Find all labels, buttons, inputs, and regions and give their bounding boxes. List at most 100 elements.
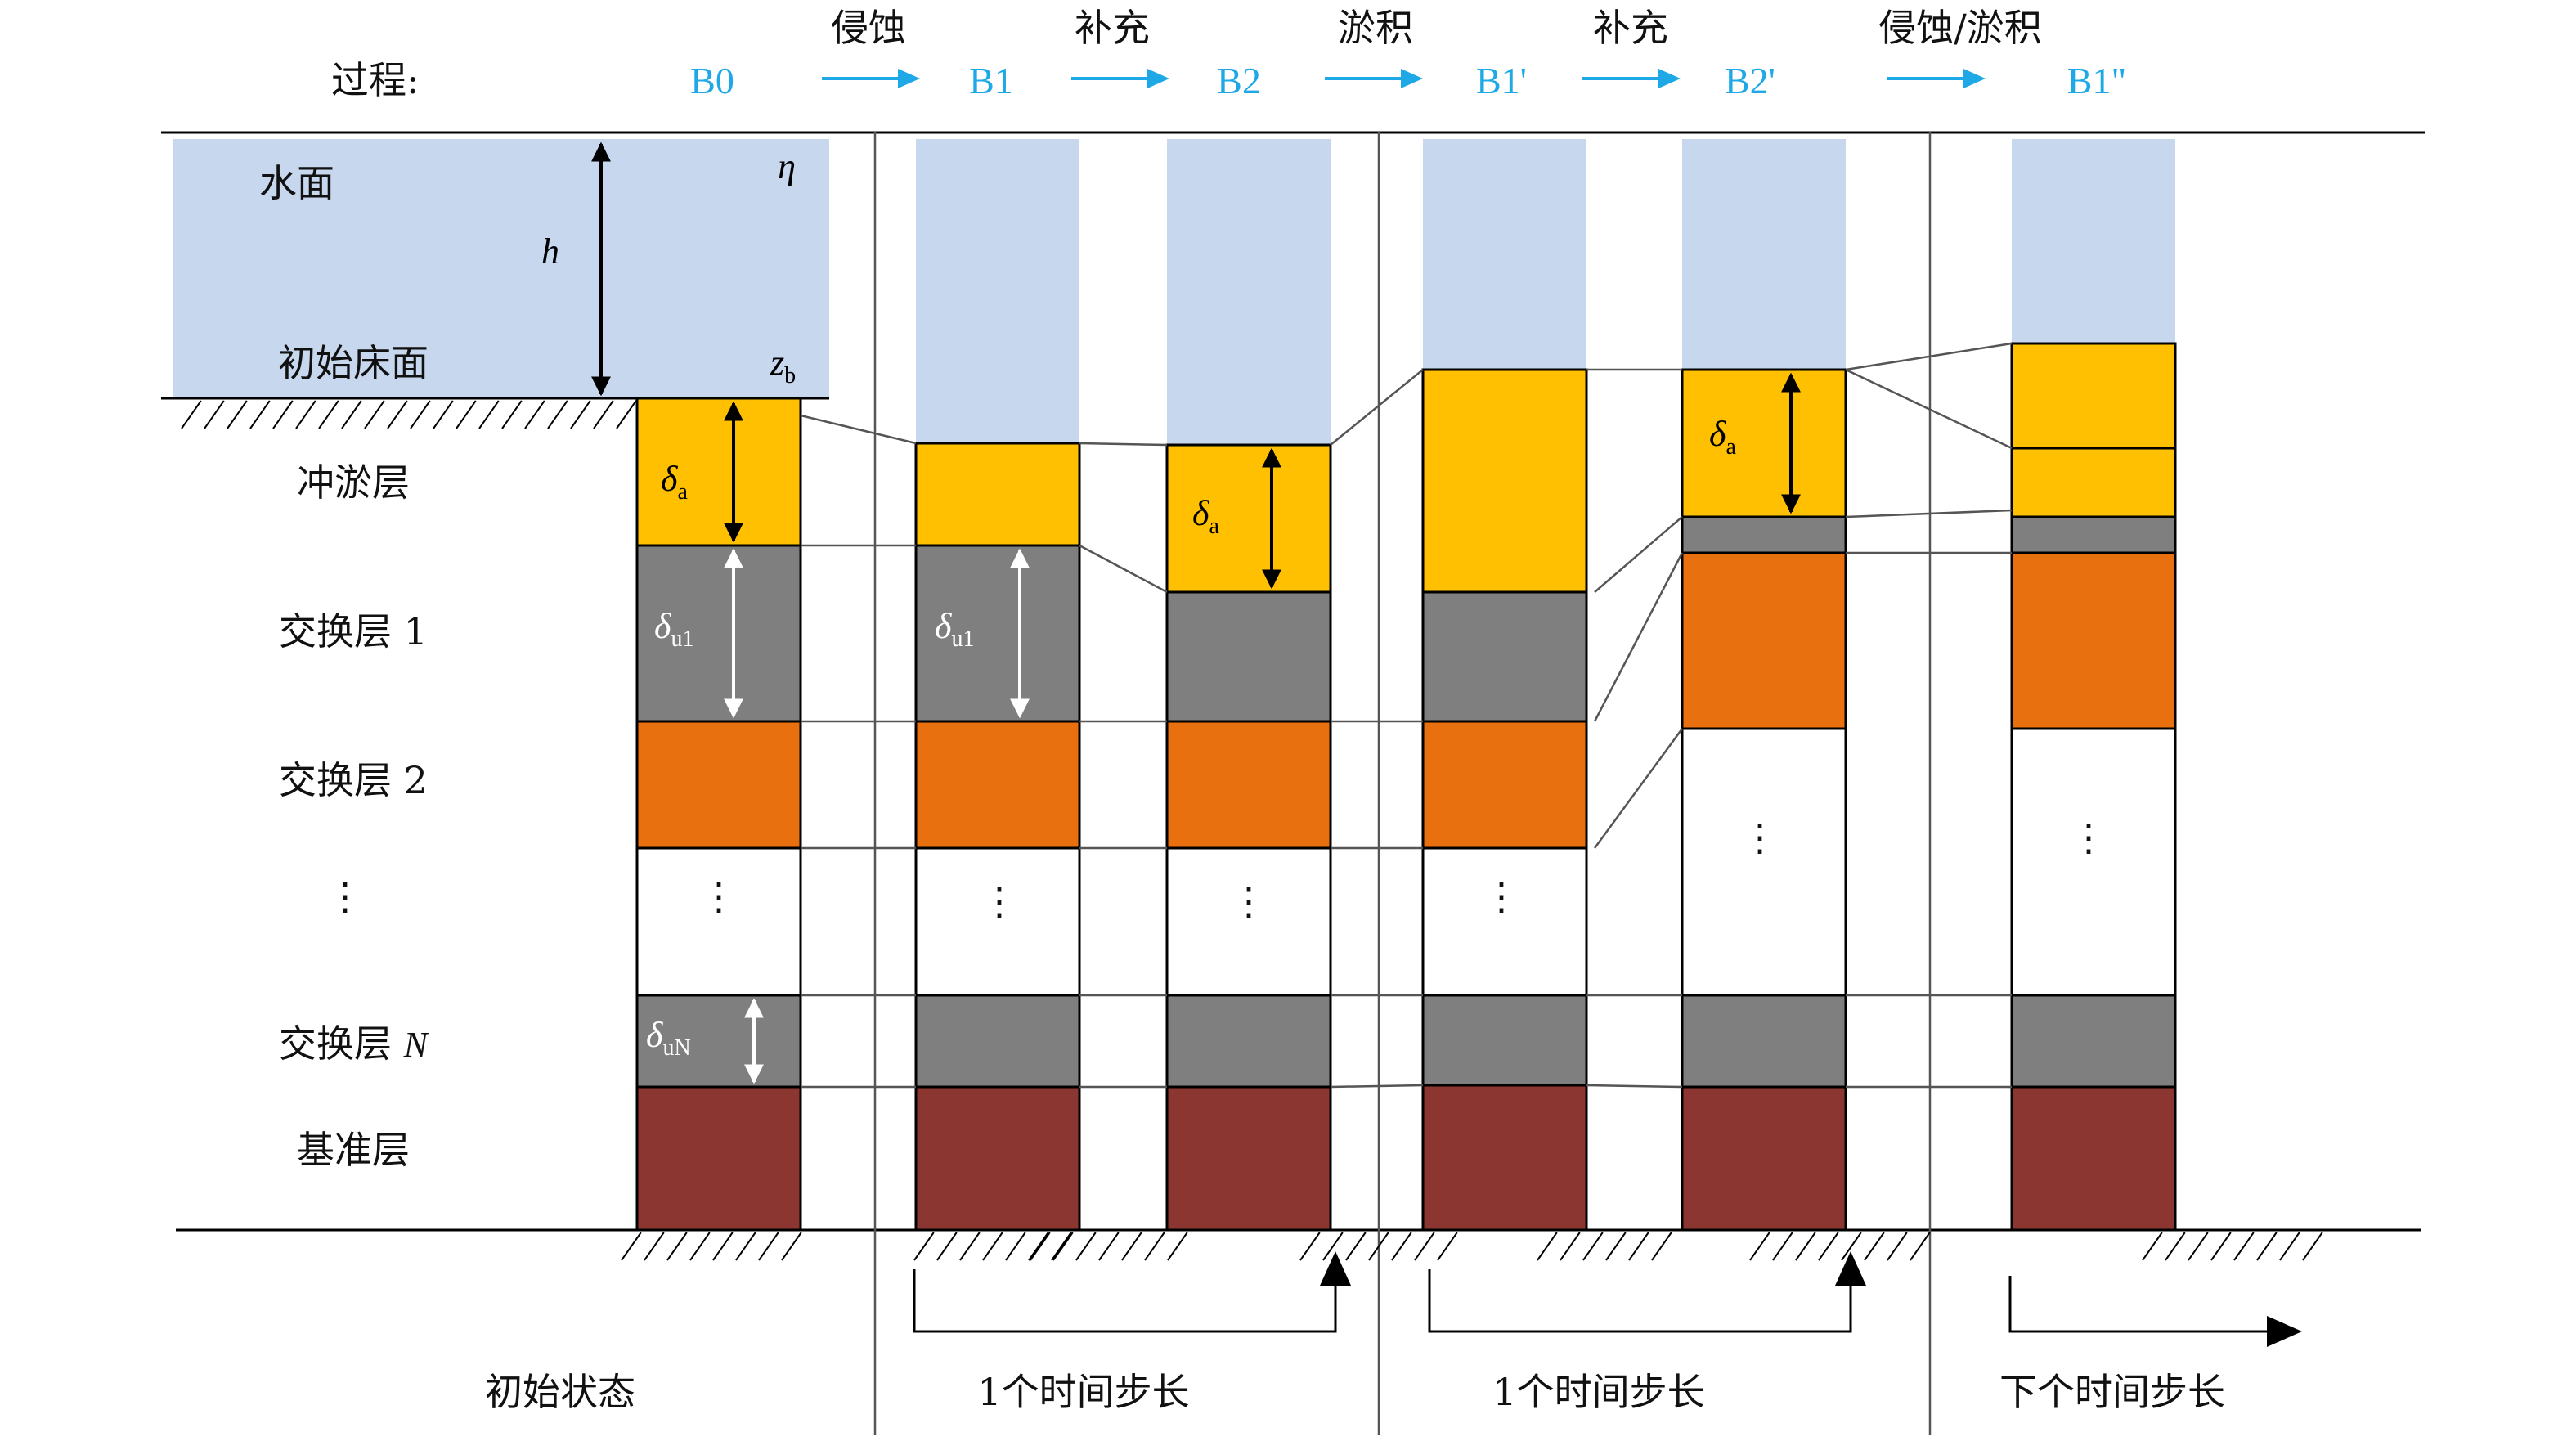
exchange-layer-1 [1681, 515, 1847, 554]
layer-connectors [800, 342, 2013, 1089]
delta-u1-b1: δu1 [935, 606, 974, 652]
arrow-icon [1071, 69, 1169, 88]
column-b2 [1165, 443, 1332, 1232]
arrow-up-icon [1320, 1251, 1351, 1286]
exchange-layer-2 [2010, 551, 2177, 730]
transition-supply-2: 补充 [1593, 6, 1668, 50]
datum-layer [1421, 1084, 1588, 1232]
exchange-layer-2 [914, 720, 1081, 850]
exchange-layer-n [1421, 994, 1588, 1087]
time-step-bracket-1 [913, 1269, 1337, 1333]
timeline-step-2: 1个时间步长 [1492, 1370, 1704, 1414]
active-layer-upper [2010, 342, 2177, 450]
intermediate-layers [2010, 727, 2177, 997]
datum-layer [2010, 1085, 2177, 1232]
datum-layer [1681, 1085, 1847, 1232]
bed-elevation-symbol: zb [770, 343, 796, 388]
arrow-icon [1325, 69, 1423, 88]
exchange-layer-2 [1681, 551, 1847, 730]
water-depth-symbol: h [541, 231, 559, 272]
timeline-initial-state: 初始状态 [485, 1370, 635, 1414]
exchange-layer-2 [1165, 720, 1332, 850]
water-surface-symbol: η [778, 146, 796, 186]
column-b1-double-prime [2010, 342, 2177, 1232]
active-layer [914, 442, 1081, 547]
layer-label-exchange-n: 交换层 N [279, 1021, 430, 1066]
exchange-layer-n [1165, 994, 1332, 1089]
datum-layer [914, 1085, 1081, 1232]
datum-layer [635, 1085, 802, 1232]
intermediate-layers [1165, 846, 1332, 997]
exchange-layer-1 [1421, 590, 1588, 723]
ellipsis-b1-prime: ⋮ [1483, 874, 1520, 918]
datum-layer [1165, 1085, 1332, 1232]
layer-label-active: 冲淤层 [297, 460, 410, 505]
stage-label-b1: B1 [969, 60, 1013, 101]
exchange-layer-1 [635, 544, 802, 723]
thickness-arrows [724, 372, 1801, 1084]
transition-arrows [822, 69, 1986, 88]
transition-deposition: 淤积 [1338, 6, 1413, 50]
layer-label-datum: 基准层 [297, 1128, 410, 1172]
initial-bed-label: 初始床面 [278, 341, 429, 385]
timeline-labels: 初始状态 1个时间步长 1个时间步长 下个时间步长 [485, 1370, 2225, 1414]
active-layer [1681, 368, 1847, 518]
arrow-icon [822, 69, 920, 88]
intermediate-layers [1681, 727, 1847, 997]
exchange-layer-1 [1165, 590, 1332, 723]
exchange-layer-1 [914, 544, 1081, 723]
water-surface-label: 水面 [259, 161, 334, 205]
intermediate-layers [635, 846, 802, 997]
arrow-icon [1582, 69, 1681, 88]
column-b1-prime [1421, 368, 1588, 1232]
column-b0 [635, 397, 802, 1232]
arrow-right-icon [2267, 1316, 2302, 1347]
stage-label-b2-prime: B2' [1725, 60, 1775, 101]
ground-hatching [621, 1232, 2323, 1261]
time-step-separators [873, 132, 1932, 1435]
ellipsis-b1-double-prime: ⋮ [2070, 815, 2107, 860]
delta-u1-b0: δu1 [654, 606, 693, 652]
timeline-next-step: 下个时间步长 [1999, 1370, 2225, 1414]
process-label: 过程: [331, 58, 420, 102]
time-step-bracket-next [2008, 1276, 2267, 1333]
thickness-symbols: δa δu1 δu1 δa δa δuN [646, 414, 1736, 1061]
time-step-bracket-2 [1428, 1269, 1852, 1333]
exchange-layer-2 [635, 720, 802, 850]
time-step-brackets [913, 1251, 2302, 1347]
column-b1 [914, 442, 1081, 1232]
column-ellipses: ⋮ ⋮ ⋮ ⋮ ⋮ ⋮ [700, 815, 2107, 923]
transition-erosion: 侵蚀 [831, 6, 906, 50]
stage-labels: B0 B1 B2 B1' B2' B1" [690, 60, 2126, 101]
water-columns [916, 139, 2175, 445]
intermediate-layers [914, 846, 1081, 997]
exchange-layer-1 [2010, 515, 2177, 554]
arrow-icon [1887, 69, 1986, 88]
transition-erosion-deposition: 侵蚀/淤积 [1878, 6, 2042, 50]
layer-label-exchange-2: 交换层 2 [279, 758, 428, 802]
active-layer [1421, 368, 1588, 594]
exchange-layer-n [635, 994, 802, 1089]
active-layer [1165, 443, 1332, 594]
exchange-layer-n [1681, 994, 1847, 1089]
exchange-layer-n [2010, 994, 2177, 1089]
timeline-step-1: 1个时间步长 [977, 1370, 1189, 1414]
transition-supply-1: 补充 [1075, 6, 1150, 50]
layer-label-ellipsis: ⋮ [326, 874, 364, 918]
active-layer-lower [2010, 447, 2177, 518]
bed-hatching [181, 400, 637, 429]
stage-label-b1-prime: B1' [1476, 60, 1527, 101]
ellipsis-b2: ⋮ [1230, 879, 1268, 923]
delta-a-b2: δa [1192, 493, 1219, 539]
exchange-layer-n [914, 994, 1081, 1089]
transition-labels: 侵蚀 补充 淤积 补充 侵蚀/淤积 [831, 6, 2042, 50]
delta-a-b0: δa [661, 459, 688, 505]
ellipsis-b1: ⋮ [981, 879, 1018, 923]
water-body [173, 139, 829, 397]
delta-un-b0: δuN [646, 1015, 691, 1061]
arrow-up-icon [1835, 1251, 1866, 1286]
exchange-layer-2 [1421, 720, 1588, 850]
intermediate-layers [1421, 846, 1588, 997]
active-layer [635, 397, 802, 547]
